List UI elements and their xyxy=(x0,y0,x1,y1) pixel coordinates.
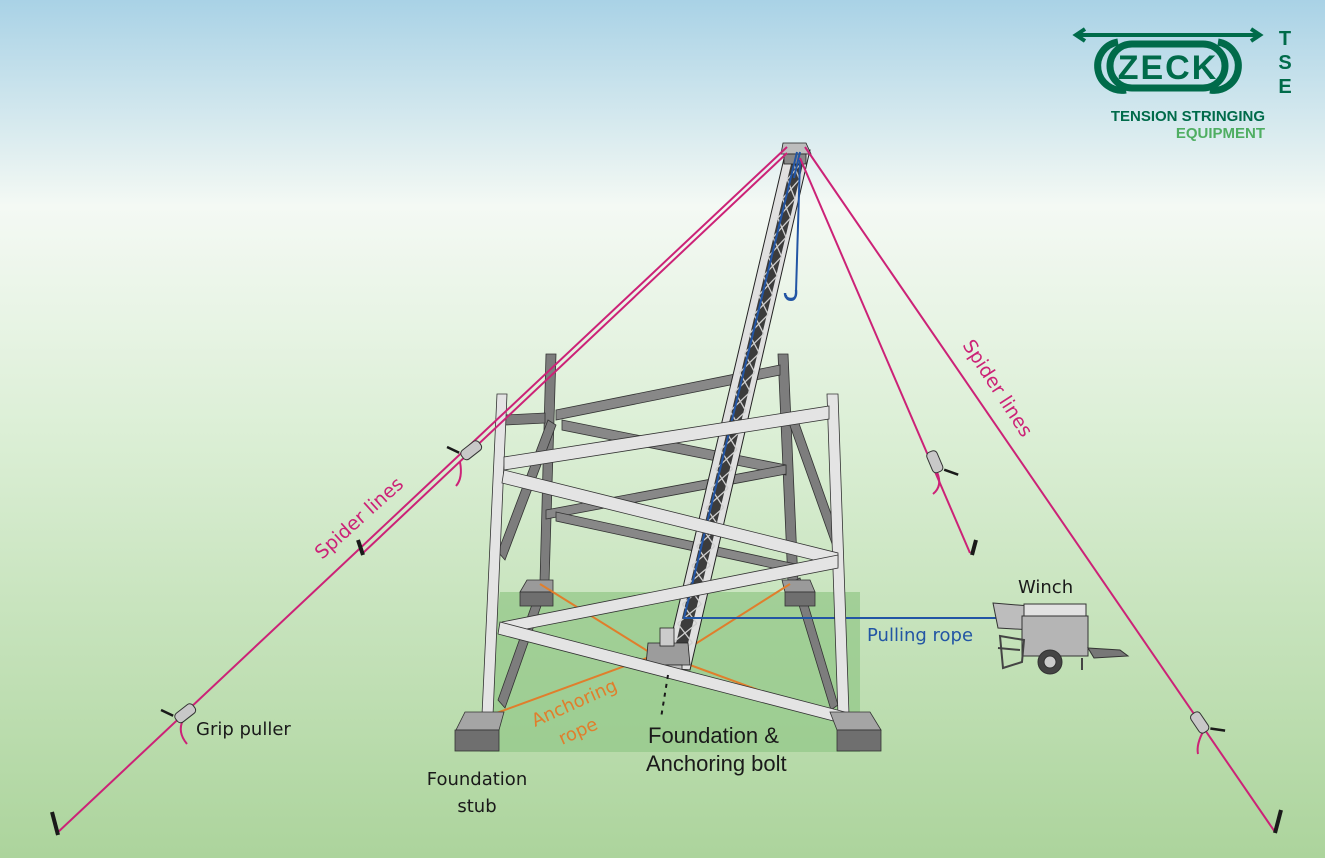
label-foundation-bolt-line2: Anchoring bolt xyxy=(646,751,787,776)
lifting-hook-icon xyxy=(783,289,798,301)
ground-anchor-icon xyxy=(970,539,978,556)
gin-pole-lattice-brace xyxy=(739,352,760,373)
gin-pole-lattice-brace xyxy=(782,178,801,200)
gin-pole-lattice-brace xyxy=(715,449,738,470)
logo-brand: ZECK xyxy=(1118,49,1219,87)
gin-pole-lattice-brace xyxy=(758,275,778,296)
gin-pole-lattice-brace xyxy=(705,487,729,509)
grip-puller-icon xyxy=(926,450,959,476)
logo-tagline-2: EQUIPMENT xyxy=(1176,125,1265,142)
bolt-leader-line xyxy=(660,674,669,719)
foundation-stub-back-right xyxy=(781,579,816,607)
foundation-stub-front-left xyxy=(454,711,505,752)
label-foundation-stub-line2: stub xyxy=(457,796,496,817)
tower-front-frame xyxy=(481,393,850,725)
label-foundation-bolt-line1: Foundation & xyxy=(648,723,779,748)
label-winch: Winch xyxy=(1018,577,1073,598)
ground-anchor-icon xyxy=(356,539,365,556)
gin-pole-lattice-brace xyxy=(767,236,787,257)
gin-pole-lattice-brace xyxy=(686,564,711,586)
grip-pullers xyxy=(160,440,1226,734)
spider-line-right-short xyxy=(799,157,971,554)
gin-pole-lattice-brace xyxy=(748,314,769,335)
label-foundation-stub-line1: Foundation xyxy=(427,769,527,790)
grip-puller-icon xyxy=(1190,711,1226,734)
label-grip-puller: Grip puller xyxy=(196,719,291,740)
gin-pole-lattice-brace xyxy=(753,294,774,315)
ground-anchor-icon xyxy=(1273,809,1283,834)
gin-pole-lattice-brace xyxy=(772,217,792,238)
winch-icon xyxy=(992,602,1130,675)
gin-pole-lattice-brace xyxy=(744,333,765,354)
gin-pole-lattice-brace xyxy=(677,603,702,624)
grip-puller-icon xyxy=(160,703,197,724)
foundation-stub-front-right xyxy=(829,711,882,752)
logo-side-t: T xyxy=(1279,28,1291,50)
gin-pole-lattice-brace xyxy=(672,622,698,644)
spider-line-left-inner xyxy=(362,152,788,554)
foundation-stub-back-left xyxy=(519,579,554,607)
logo-side-e: E xyxy=(1278,76,1291,98)
gin-pole-lattice-brace xyxy=(710,468,734,489)
ground-anchor-icon xyxy=(50,811,60,836)
tower-back-frame xyxy=(497,353,843,711)
gin-pole-lattice-brace xyxy=(763,256,783,277)
label-pulling-rope: Pulling rope xyxy=(867,625,973,646)
gin-pole-lattice-brace xyxy=(734,371,756,393)
gin-pole-lattice-brace xyxy=(777,198,796,219)
grip-puller-icon xyxy=(446,440,483,461)
zeck-logo: ZECK T S E TENSION STRINGING EQUIPMENT xyxy=(1072,27,1292,142)
ground-anchors xyxy=(50,539,1283,836)
logo-side-s: S xyxy=(1278,52,1291,74)
gin-pole-lattice-brace xyxy=(691,545,716,566)
logo-tagline-1: TENSION STRINGING xyxy=(1111,108,1265,125)
logo-chain-icon xyxy=(1094,38,1242,94)
gin-pole-lattice-brace xyxy=(729,391,751,412)
logo-arrow-icon xyxy=(1072,27,1264,43)
